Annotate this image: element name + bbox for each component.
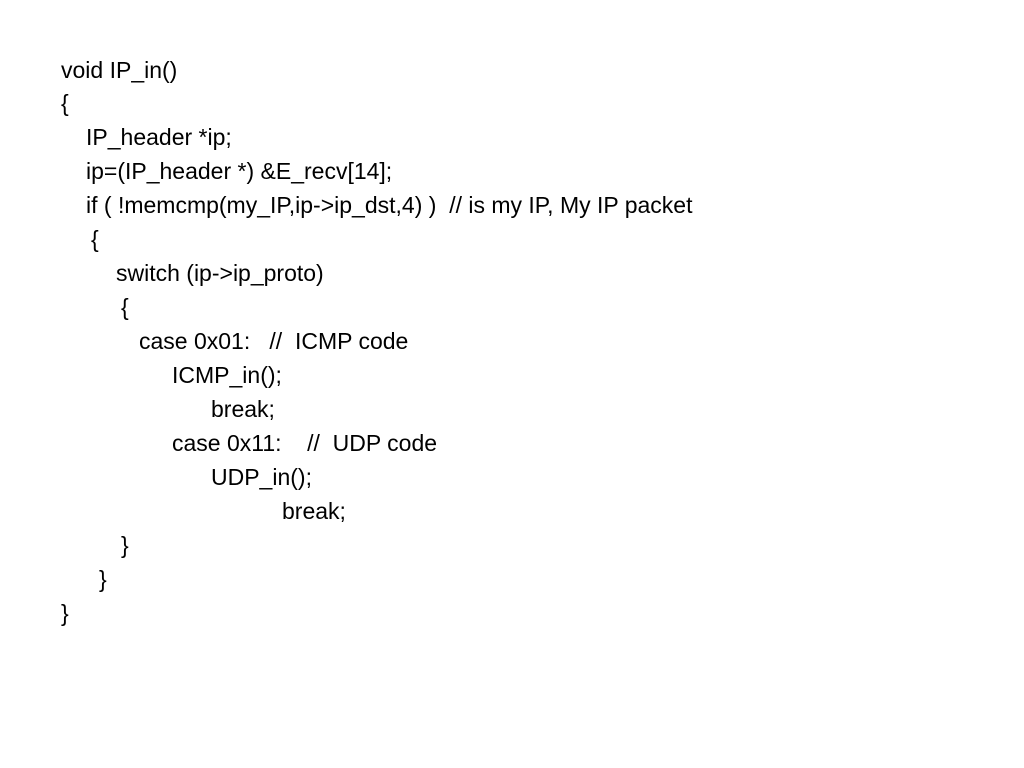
code-line-function-signature: void IP_in() xyxy=(61,57,178,83)
code-line-function-close-brace: } xyxy=(61,600,69,626)
code-line-if-close-brace: } xyxy=(99,566,107,592)
code-line-udp-call: UDP_in(); xyxy=(211,464,312,490)
code-line-case-icmp: case 0x01: // ICMP code xyxy=(139,328,409,354)
code-line-if-open-brace: { xyxy=(91,226,99,252)
code-line-case-udp: case 0x11: // UDP code xyxy=(172,430,438,456)
code-line-switch-open-brace: { xyxy=(121,294,129,320)
code-line-switch-statement: switch (ip->ip_proto) xyxy=(116,260,324,286)
code-line-switch-close-brace: } xyxy=(121,532,129,558)
code-line-ip-check: if ( !memcmp(my_IP,ip->ip_dst,4) ) // is… xyxy=(86,192,693,218)
code-line-icmp-break: break; xyxy=(211,396,275,422)
code-line-header-declaration: IP_header *ip; xyxy=(86,124,232,150)
code-line-header-assignment: ip=(IP_header *) &E_recv[14]; xyxy=(86,158,393,184)
code-line-icmp-call: ICMP_in(); xyxy=(172,362,282,388)
code-line-udp-break: break; xyxy=(282,498,346,524)
code-line-function-open-brace: { xyxy=(61,90,69,116)
